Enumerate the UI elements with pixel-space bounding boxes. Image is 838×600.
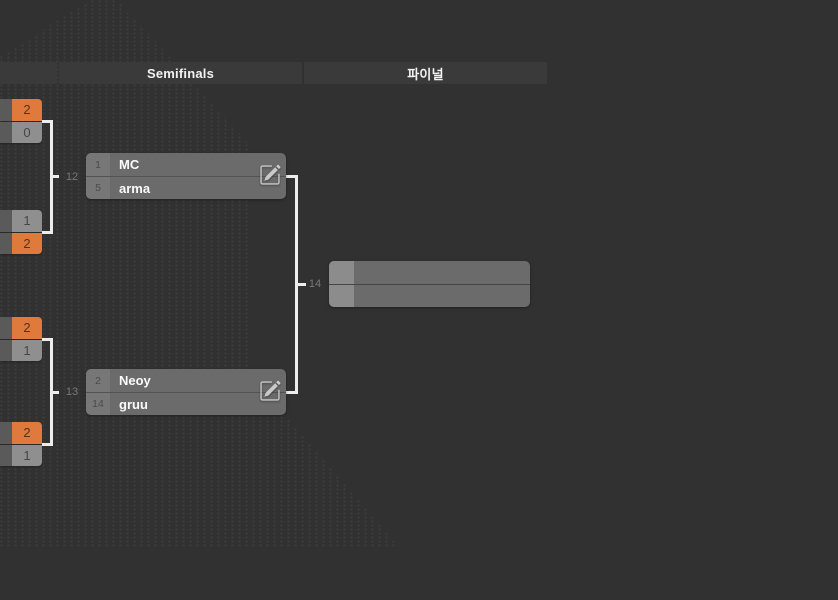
round-header-semifinals: Semifinals bbox=[59, 62, 302, 84]
match-card-14[interactable] bbox=[329, 261, 530, 307]
feeder-name-sliver bbox=[0, 233, 12, 254]
player-seed: 1 bbox=[86, 153, 110, 176]
player-seed bbox=[329, 285, 354, 307]
connector-line bbox=[42, 120, 53, 123]
match-number-12: 12 bbox=[65, 171, 79, 183]
player-row: 5 arma bbox=[86, 176, 286, 199]
feeder-name-sliver bbox=[0, 99, 12, 121]
feeder-row-winner: 2 bbox=[0, 422, 42, 444]
score-cell: 2 bbox=[12, 317, 42, 339]
round-header-label: 파이널 bbox=[407, 66, 444, 82]
connector-line bbox=[50, 120, 53, 234]
score-cell: 1 bbox=[12, 340, 42, 361]
feeder-match-score-3[interactable]: 2 1 bbox=[0, 317, 42, 361]
player-seed: 14 bbox=[86, 393, 110, 415]
edit-match-12-button[interactable] bbox=[259, 164, 281, 186]
score-cell: 2 bbox=[12, 422, 42, 444]
feeder-row-loser: 0 bbox=[0, 121, 42, 143]
round-header-final: 파이널 bbox=[304, 62, 547, 84]
score-cell: 2 bbox=[12, 99, 42, 121]
score-cell: 1 bbox=[12, 210, 42, 232]
feeder-name-sliver bbox=[0, 317, 12, 339]
edit-match-13-button[interactable] bbox=[259, 380, 281, 402]
player-name: MC bbox=[119, 157, 140, 172]
player-seed bbox=[329, 261, 354, 284]
feeder-row-loser: 1 bbox=[0, 444, 42, 466]
player-seed: 5 bbox=[86, 177, 110, 199]
connector-line bbox=[53, 391, 59, 394]
connector-line bbox=[42, 231, 53, 234]
connector-line bbox=[42, 338, 53, 341]
feeder-row-loser: 1 bbox=[0, 210, 42, 232]
player-name: arma bbox=[119, 180, 151, 196]
feeder-name-sliver bbox=[0, 210, 12, 232]
feeder-row-winner: 2 bbox=[0, 232, 42, 254]
connector-line bbox=[42, 443, 53, 446]
connector-line bbox=[53, 175, 59, 178]
feeder-name-sliver bbox=[0, 122, 12, 143]
round-header-label: Semifinals bbox=[146, 65, 215, 81]
match-card-12[interactable]: 1 MC 5 arma bbox=[86, 153, 286, 199]
feeder-row-winner: 2 bbox=[0, 317, 42, 339]
feeder-match-score-4[interactable]: 2 1 bbox=[0, 422, 42, 466]
feeder-row-loser: 1 bbox=[0, 339, 42, 361]
player-name: Neoy bbox=[119, 373, 151, 388]
match-number-14: 14 bbox=[308, 278, 322, 290]
match-number-13: 13 bbox=[65, 386, 79, 398]
score-cell: 1 bbox=[12, 445, 42, 466]
pencil-square-icon bbox=[259, 164, 281, 186]
round-header-previous bbox=[0, 62, 57, 84]
connector-line bbox=[295, 175, 298, 394]
connector-line bbox=[286, 175, 298, 178]
feeder-name-sliver bbox=[0, 445, 12, 466]
player-row: 2 Neoy bbox=[86, 369, 286, 392]
score-cell: 0 bbox=[12, 122, 42, 143]
pencil-square-icon bbox=[259, 380, 281, 402]
connector-line bbox=[298, 283, 306, 286]
player-seed: 2 bbox=[86, 369, 110, 392]
feeder-name-sliver bbox=[0, 340, 12, 361]
player-row: 1 MC bbox=[86, 153, 286, 176]
connector-line bbox=[286, 391, 298, 394]
score-cell: 2 bbox=[12, 233, 42, 254]
feeder-row-winner: 2 bbox=[0, 99, 42, 121]
feeder-match-score-2[interactable]: 1 2 bbox=[0, 210, 42, 254]
player-row: 14 gruu bbox=[86, 392, 286, 415]
player-name: gruu bbox=[119, 396, 148, 412]
match-card-13[interactable]: 2 Neoy 14 gruu bbox=[86, 369, 286, 415]
feeder-match-score-1[interactable]: 2 0 bbox=[0, 99, 42, 143]
feeder-name-sliver bbox=[0, 422, 12, 444]
player-row bbox=[329, 284, 530, 307]
connector-line bbox=[50, 338, 53, 446]
player-row bbox=[329, 261, 530, 284]
